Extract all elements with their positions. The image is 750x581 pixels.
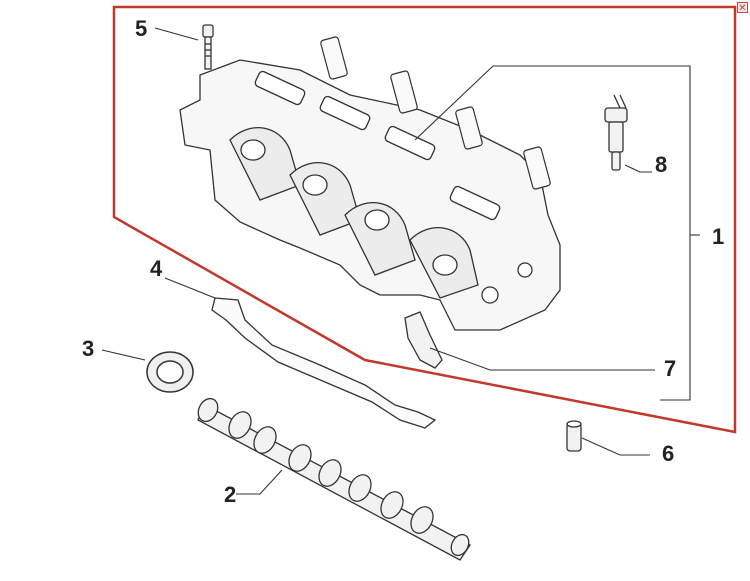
sensor bbox=[604, 94, 628, 171]
bracket bbox=[404, 311, 443, 369]
callout-3: 3 bbox=[82, 336, 94, 361]
coil-connectors bbox=[320, 36, 551, 190]
callout-2: 2 bbox=[224, 482, 236, 507]
callout-6: 6 bbox=[662, 441, 674, 466]
pin bbox=[566, 420, 582, 452]
camshaft bbox=[197, 397, 471, 561]
callout-5: 5 bbox=[135, 16, 147, 41]
oil-seal bbox=[146, 351, 194, 393]
gasket bbox=[211, 297, 437, 429]
close-icon[interactable]: ✕ bbox=[737, 2, 748, 14]
callout-1: 1 bbox=[712, 224, 724, 249]
assembly-outline bbox=[112, 5, 737, 434]
cylinder-head-carrier bbox=[179, 59, 561, 331]
callout-7: 7 bbox=[664, 356, 676, 381]
bolt bbox=[202, 24, 214, 70]
callout-4: 4 bbox=[150, 256, 163, 281]
leader-lines bbox=[101, 27, 700, 495]
callout-8: 8 bbox=[655, 152, 667, 177]
